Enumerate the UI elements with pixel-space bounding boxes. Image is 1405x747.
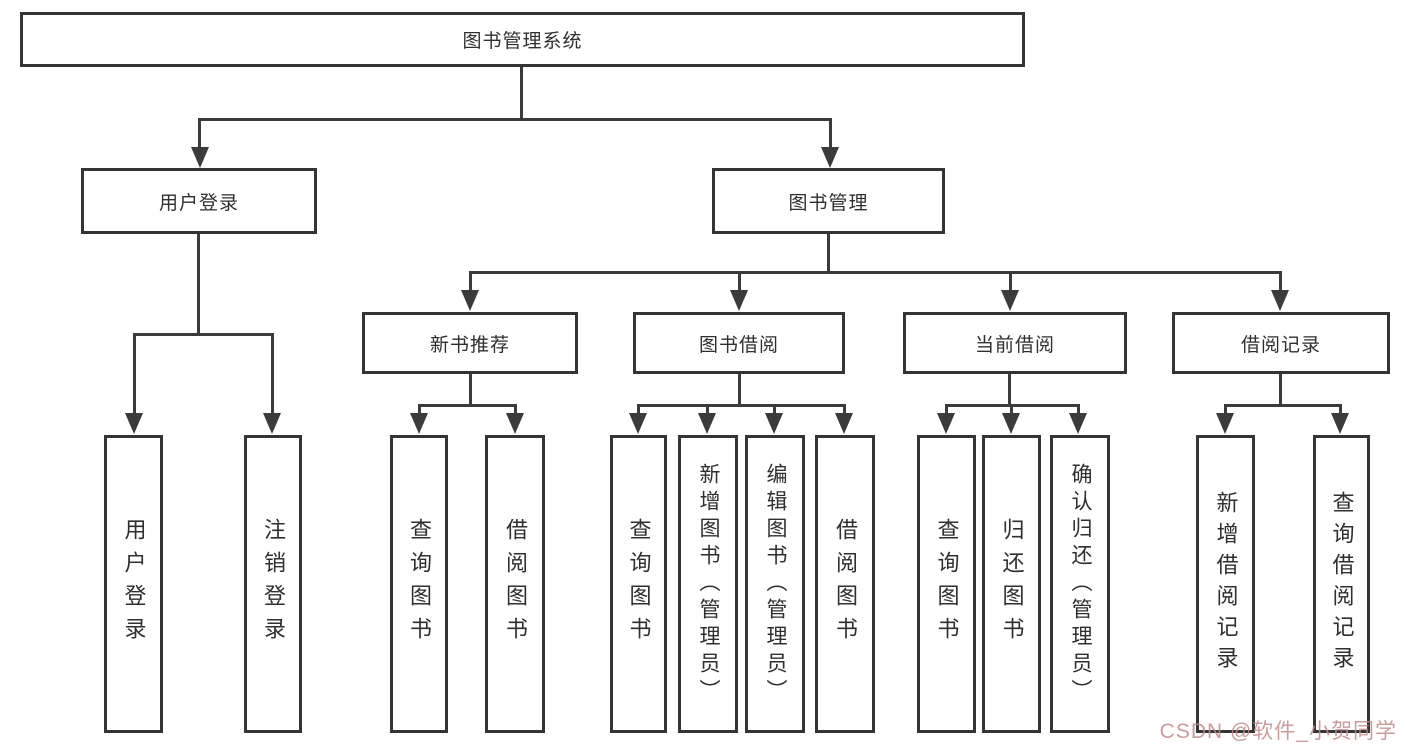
connector-line: [827, 234, 830, 274]
arrow-down-icon: [1271, 290, 1289, 311]
node-logout: 注销登录: [244, 435, 302, 733]
node-label: 用户登录: [158, 192, 239, 214]
node-label: 当前借阅: [974, 334, 1055, 356]
arrow-down-icon: [1001, 290, 1019, 311]
connector-line: [418, 404, 517, 407]
node-records-query-record: 查询借阅记录: [1313, 435, 1370, 733]
node-label: 借阅图书: [503, 518, 528, 650]
node-current-return-book: 归还图书: [982, 435, 1041, 733]
arrow-down-icon: [191, 147, 209, 168]
connector-line: [637, 404, 640, 416]
connector-line: [520, 67, 523, 120]
node-current-confirm-return-admin: 确认归还（管理员）: [1050, 435, 1110, 733]
connector-line: [1010, 404, 1013, 416]
node-book-management: 图书管理: [712, 168, 945, 234]
connector-line: [418, 404, 421, 416]
connector-line: [1279, 374, 1282, 407]
connector-line: [198, 118, 832, 121]
connector-line: [469, 374, 472, 407]
connector-line: [1009, 271, 1012, 293]
connector-line: [843, 404, 846, 416]
node-borrowing-query-book: 查询图书: [610, 435, 667, 733]
connector-line: [945, 404, 948, 416]
arrow-down-icon: [1216, 413, 1234, 434]
node-label: 归还图书: [999, 518, 1025, 650]
connector-line: [198, 118, 201, 149]
arrow-down-icon: [1002, 413, 1020, 434]
node-label: 查询图书: [407, 518, 432, 650]
node-current-query-book: 查询图书: [917, 435, 976, 733]
connector-line: [773, 404, 776, 416]
connector-line: [469, 271, 472, 293]
node-label: 查询图书: [934, 518, 960, 650]
connector-line: [1279, 271, 1282, 293]
watermark-csdn: CSDN @软件_小贺同学: [1159, 720, 1397, 743]
node-label: 编辑图书（管理员）: [764, 462, 787, 706]
arrow-down-icon: [730, 290, 748, 311]
connector-line: [706, 404, 709, 416]
node-borrowing-records: 借阅记录: [1172, 312, 1390, 374]
arrow-down-icon: [1069, 413, 1087, 434]
node-recommend-borrow-book: 借阅图书: [485, 435, 545, 733]
node-library-management-system: 图书管理系统: [20, 12, 1025, 67]
connector-line: [738, 374, 741, 407]
node-label: 图书管理: [788, 192, 869, 214]
connector-line: [1077, 404, 1080, 416]
arrow-down-icon: [629, 413, 647, 434]
connector-line: [469, 271, 1282, 274]
connector-line: [1008, 374, 1011, 407]
connector-line: [133, 333, 274, 336]
arrow-down-icon: [698, 413, 716, 434]
connector-line: [738, 271, 741, 293]
node-label: 新书推荐: [429, 334, 510, 356]
node-label: 确认归还（管理员）: [1069, 462, 1092, 706]
arrow-down-icon: [765, 413, 783, 434]
arrow-down-icon: [1331, 413, 1349, 434]
node-label: 用户登录: [121, 518, 147, 650]
node-borrowing-edit-book-admin: 编辑图书（管理员）: [745, 435, 805, 733]
node-records-add-record: 新增借阅记录: [1196, 435, 1255, 733]
node-label: 新增图书（管理员）: [697, 462, 720, 706]
arrow-down-icon: [937, 413, 955, 434]
node-label: 借阅图书: [833, 518, 858, 650]
connector-line: [637, 404, 846, 407]
node-borrowing-add-book-admin: 新增图书（管理员）: [678, 435, 738, 733]
node-current-borrowing: 当前借阅: [903, 312, 1127, 374]
connector-line: [1224, 404, 1342, 407]
connector-line: [829, 118, 832, 149]
node-user-login: 用户登录: [81, 168, 317, 234]
arrow-down-icon: [821, 147, 839, 168]
connector-line: [1224, 404, 1227, 416]
connector-line: [514, 404, 517, 416]
arrow-down-icon: [263, 413, 281, 434]
node-label: 图书借阅: [698, 334, 779, 356]
node-label: 图书管理系统: [462, 31, 583, 52]
arrow-down-icon: [461, 290, 479, 311]
connector-line: [197, 234, 200, 336]
node-label: 查询借阅记录: [1329, 491, 1355, 677]
node-label: 查询图书: [626, 518, 652, 650]
connector-line: [271, 333, 274, 415]
node-recommend-query-book: 查询图书: [390, 435, 448, 733]
node-label: 借阅记录: [1240, 334, 1321, 356]
connector-line: [1339, 404, 1342, 416]
node-book-borrowing: 图书借阅: [633, 312, 845, 374]
node-new-book-recommend: 新书推荐: [362, 312, 578, 374]
node-label: 注销登录: [261, 518, 286, 650]
node-borrowing-borrow-book: 借阅图书: [815, 435, 875, 733]
arrow-down-icon: [125, 413, 143, 434]
node-login: 用户登录: [104, 435, 163, 733]
arrow-down-icon: [506, 413, 524, 434]
arrow-down-icon: [835, 413, 853, 434]
connector-line: [133, 333, 136, 415]
node-label: 新增借阅记录: [1213, 491, 1239, 677]
arrow-down-icon: [410, 413, 428, 434]
